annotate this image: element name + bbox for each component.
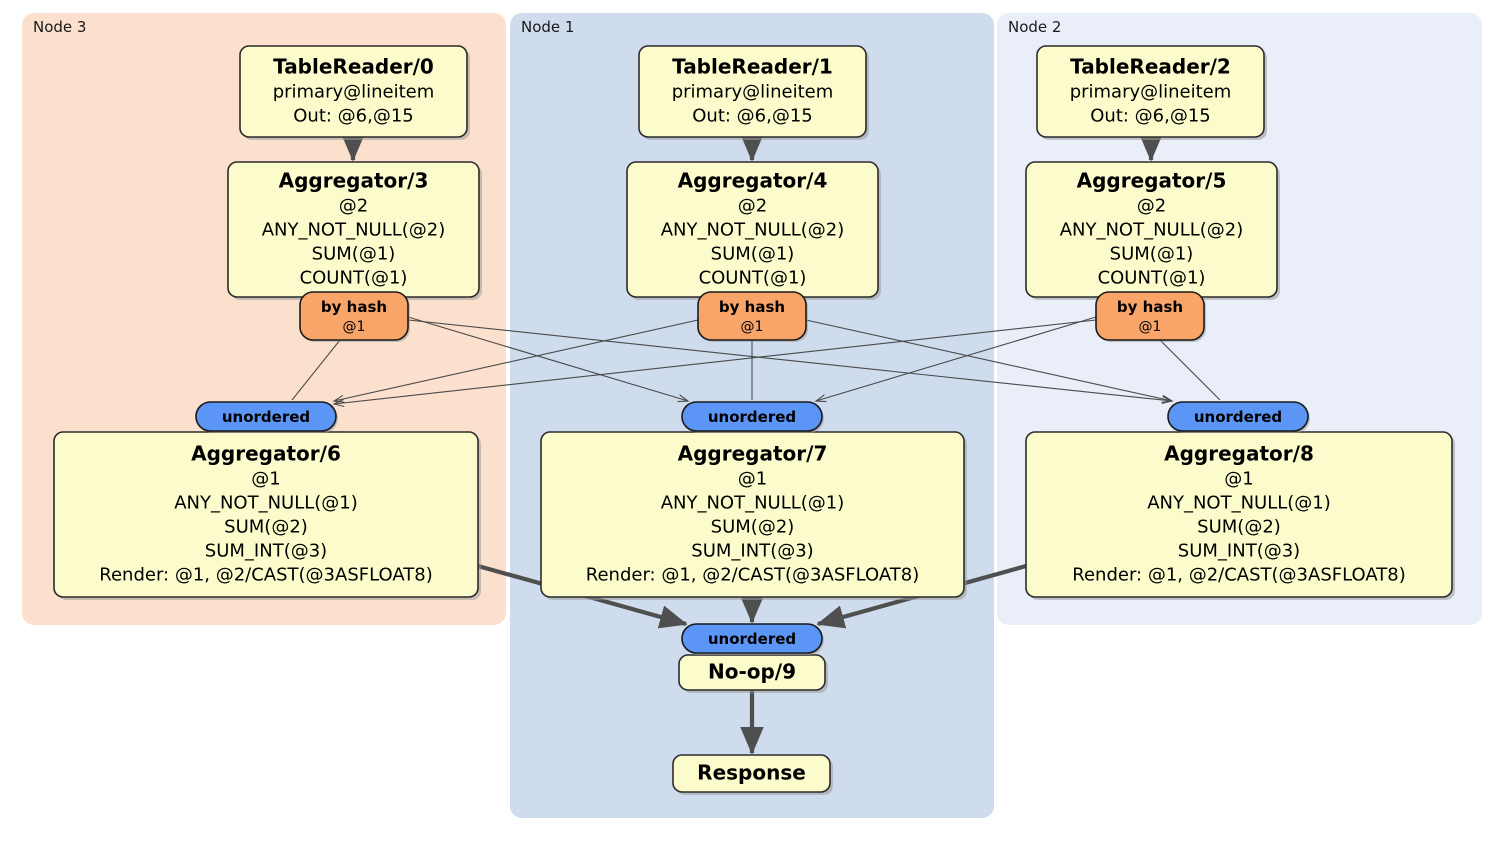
- router-title-byhash4: by hash: [719, 298, 785, 316]
- processor-title-aggregator3: Aggregator/3: [279, 169, 429, 193]
- processor-detail-aggregator5-3: COUNT(@1): [1098, 268, 1206, 289]
- processor-title-aggregator5: Aggregator/5: [1077, 169, 1227, 193]
- processor-box-tablereader0[interactable]: [239, 45, 468, 138]
- processor-detail-tablereader0-1: Out: @6,@15: [293, 106, 414, 127]
- processor-detail-aggregator6-0: @1: [251, 469, 280, 490]
- processor-box-tablereader2[interactable]: [1036, 45, 1265, 138]
- processor-detail-aggregator6-2: SUM(@2): [224, 517, 308, 538]
- processor-box-response[interactable]: [672, 754, 831, 793]
- processor-title-aggregator4: Aggregator/4: [678, 169, 828, 193]
- router-byhash3[interactable]: by hash @1: [299, 291, 410, 342]
- processor-detail-aggregator8-2: SUM(@2): [1197, 517, 1281, 538]
- router-byhash4[interactable]: by hash @1: [697, 291, 808, 342]
- processor-title-tablereader2: TableReader/2: [1070, 55, 1231, 79]
- processor-detail-aggregator8-0: @1: [1224, 469, 1253, 490]
- router-detail-byhash4: @1: [741, 319, 764, 335]
- router-box-byhash5[interactable]: [1095, 291, 1205, 341]
- processor-detail-aggregator8-1: ANY_NOT_NULL(@1): [1147, 493, 1331, 514]
- processor-detail-aggregator3-1: ANY_NOT_NULL(@2): [262, 220, 446, 241]
- router-box-byhash3[interactable]: [299, 291, 409, 341]
- processor-detail-aggregator7-3: SUM_INT(@3): [691, 541, 813, 562]
- processor-title-aggregator6: Aggregator/6: [191, 442, 341, 466]
- processor-detail-tablereader1-0: primary@lineitem: [672, 82, 834, 103]
- processor-detail-aggregator3-0: @2: [339, 196, 368, 217]
- edge-byhash5-to-unordered8: [1159, 339, 1221, 401]
- stream-unordered6[interactable]: unordered: [195, 401, 338, 433]
- processor-detail-aggregator7-2: SUM(@2): [711, 517, 795, 538]
- processor-detail-aggregator7-0: @1: [738, 469, 767, 490]
- edge-byhash4-to-unordered8: [805, 319, 1172, 401]
- processor-title-tablereader0: TableReader/0: [273, 55, 434, 79]
- processor-detail-tablereader2-0: primary@lineitem: [1070, 82, 1232, 103]
- processor-title-noop9: No-op/9: [708, 660, 796, 684]
- router-detail-byhash3: @1: [343, 319, 366, 335]
- edge-byhash5-to-unordered6: [334, 319, 1097, 404]
- processor-detail-tablereader0-0: primary@lineitem: [273, 82, 435, 103]
- edge-byhash3-to-unordered7: [407, 316, 688, 401]
- processor-detail-aggregator5-2: SUM(@1): [1110, 244, 1194, 265]
- stream-unordered7[interactable]: unordered: [681, 401, 824, 433]
- processor-title-tablereader1: TableReader/1: [672, 55, 833, 79]
- stream-box-unordered7[interactable]: [681, 401, 823, 432]
- stream-box-unordered8[interactable]: [1167, 401, 1309, 432]
- stream-unordered9[interactable]: unordered: [681, 623, 824, 655]
- processor-noop9[interactable]: No-op/9: [678, 654, 828, 693]
- stream-label-unordered6: unordered: [222, 408, 310, 426]
- processor-detail-tablereader1-1: Out: @6,@15: [692, 106, 813, 127]
- stream-box-unordered9[interactable]: [681, 623, 823, 654]
- processor-detail-aggregator5-0: @2: [1137, 196, 1166, 217]
- processor-detail-tablereader2-1: Out: @6,@15: [1090, 106, 1211, 127]
- stream-label-unordered7: unordered: [708, 408, 796, 426]
- stream-unordered8[interactable]: unordered: [1167, 401, 1310, 433]
- router-byhash5[interactable]: by hash @1: [1095, 291, 1206, 342]
- router-title-byhash3: by hash: [321, 298, 387, 316]
- processor-box-tablereader1[interactable]: [638, 45, 867, 138]
- cluster-label-node1: Node 1: [521, 18, 574, 36]
- edge-byhash3-to-unordered8: [407, 319, 1172, 401]
- edge-byhash4-to-unordered6: [334, 319, 699, 401]
- processor-detail-aggregator6-4: Render: @1, @2/CAST(@3ASFLOAT8): [99, 565, 432, 586]
- processor-detail-aggregator4-2: SUM(@1): [711, 244, 795, 265]
- processor-detail-aggregator6-3: SUM_INT(@3): [205, 541, 327, 562]
- processor-detail-aggregator3-3: COUNT(@1): [300, 268, 408, 289]
- router-detail-byhash5: @1: [1139, 319, 1162, 335]
- router-title-byhash5: by hash: [1117, 298, 1183, 316]
- stream-box-unordered6[interactable]: [195, 401, 337, 432]
- cluster-label-node2: Node 2: [1008, 18, 1061, 36]
- processor-detail-aggregator4-3: COUNT(@1): [699, 268, 807, 289]
- processor-detail-aggregator4-1: ANY_NOT_NULL(@2): [661, 220, 845, 241]
- edge-byhash5-to-unordered7: [816, 316, 1097, 401]
- stream-label-unordered8: unordered: [1194, 408, 1282, 426]
- cluster-label-node3: Node 3: [33, 18, 86, 36]
- processor-detail-aggregator6-1: ANY_NOT_NULL(@1): [174, 493, 358, 514]
- processor-detail-aggregator8-4: Render: @1, @2/CAST(@3ASFLOAT8): [1072, 565, 1405, 586]
- processor-title-aggregator8: Aggregator/8: [1164, 442, 1314, 466]
- processor-detail-aggregator8-3: SUM_INT(@3): [1178, 541, 1300, 562]
- processor-detail-aggregator5-1: ANY_NOT_NULL(@2): [1060, 220, 1244, 241]
- edge-byhash3-to-unordered6: [291, 339, 341, 401]
- processor-detail-aggregator7-4: Render: @1, @2/CAST(@3ASFLOAT8): [586, 565, 919, 586]
- processor-response[interactable]: Response: [672, 754, 833, 795]
- processor-title-response: Response: [697, 761, 806, 785]
- processor-detail-aggregator7-1: ANY_NOT_NULL(@1): [661, 493, 845, 514]
- stream-label-unordered9: unordered: [708, 630, 796, 648]
- router-box-byhash4[interactable]: [697, 291, 807, 341]
- processor-detail-aggregator4-0: @2: [738, 196, 767, 217]
- processor-title-aggregator7: Aggregator/7: [678, 442, 828, 466]
- processor-detail-aggregator3-2: SUM(@1): [312, 244, 396, 265]
